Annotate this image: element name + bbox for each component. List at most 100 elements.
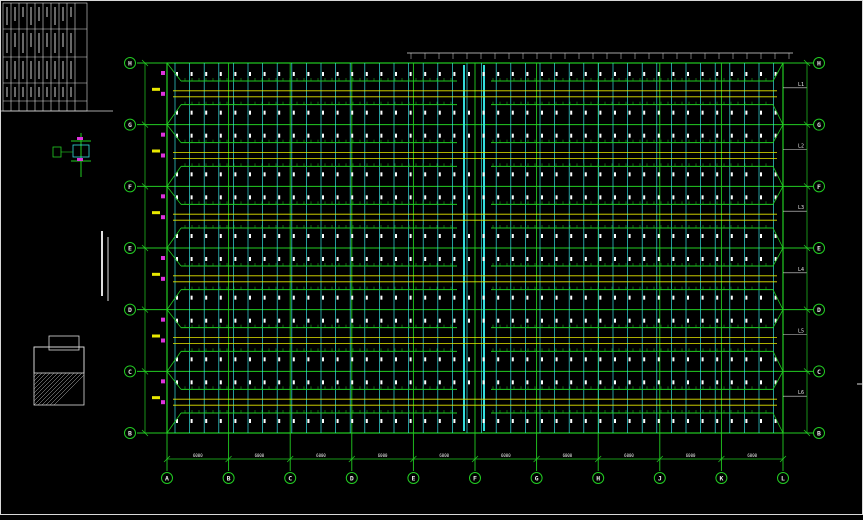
purlin-node bbox=[541, 357, 543, 362]
row-axis-label: D bbox=[817, 306, 821, 314]
purlin-node bbox=[453, 257, 456, 261]
purlin-node bbox=[322, 419, 324, 423]
purlin-node bbox=[672, 234, 675, 238]
purlin-node bbox=[760, 110, 762, 115]
purlin-node bbox=[643, 357, 646, 362]
purlin-node bbox=[716, 195, 719, 200]
purlin-node bbox=[453, 380, 456, 385]
dimension-mark bbox=[161, 276, 165, 281]
purlin-node bbox=[745, 110, 748, 115]
purlin-node bbox=[745, 318, 748, 323]
purlin-node bbox=[409, 257, 412, 261]
purlin-node bbox=[380, 257, 383, 261]
purlin-node bbox=[584, 234, 587, 238]
purlin-node bbox=[541, 257, 543, 261]
purlin-node bbox=[278, 72, 281, 76]
purlin-node bbox=[541, 419, 543, 423]
purlin-node bbox=[322, 357, 324, 362]
purlin-node bbox=[336, 419, 339, 423]
purlin-node bbox=[190, 318, 193, 323]
purlin-node bbox=[657, 257, 660, 261]
purlin-node bbox=[628, 234, 631, 238]
purlin-node bbox=[409, 195, 412, 200]
purlin-node bbox=[190, 172, 193, 177]
purlin-node bbox=[249, 172, 251, 177]
span-dimension-label: 6000 bbox=[439, 453, 449, 458]
span-dimension-label: 6000 bbox=[316, 453, 326, 458]
purlin-node bbox=[219, 357, 222, 362]
purlin-node bbox=[657, 195, 660, 200]
purlin-node bbox=[570, 72, 573, 76]
purlin-node bbox=[687, 133, 689, 138]
purlin-node bbox=[205, 295, 208, 300]
purlin-node bbox=[249, 72, 251, 76]
purlin-node bbox=[672, 172, 675, 177]
purlin-node bbox=[482, 257, 485, 261]
purlin-node bbox=[716, 133, 719, 138]
purlin-node bbox=[760, 257, 762, 261]
purlin-node bbox=[774, 133, 777, 138]
dimension-tick bbox=[141, 59, 149, 67]
column-axis-bubble bbox=[407, 472, 420, 484]
end-brace bbox=[166, 227, 182, 249]
purlin-node bbox=[234, 72, 237, 76]
dimension-tick bbox=[803, 429, 811, 437]
purlin-node bbox=[249, 257, 251, 261]
purlin-node bbox=[657, 110, 660, 115]
purlin-node bbox=[672, 72, 675, 76]
purlin-node bbox=[584, 110, 587, 115]
purlin-node bbox=[219, 257, 222, 261]
purlin-node bbox=[643, 318, 646, 323]
member-tag-mark bbox=[152, 149, 160, 153]
purlin-node bbox=[292, 133, 295, 138]
purlin-node bbox=[278, 234, 281, 238]
purlin-node bbox=[657, 419, 660, 423]
purlin-node bbox=[497, 295, 500, 300]
purlin-node bbox=[322, 318, 324, 323]
purlin-node bbox=[497, 172, 500, 177]
purlin-node bbox=[614, 380, 616, 385]
purlin-node bbox=[716, 257, 719, 261]
purlin-node bbox=[497, 195, 500, 200]
purlin-node bbox=[760, 234, 762, 238]
purlin-node bbox=[263, 234, 266, 238]
dimension-mark bbox=[161, 91, 165, 96]
purlin-node bbox=[395, 172, 397, 177]
purlin-node bbox=[555, 380, 558, 385]
purlin-node bbox=[278, 419, 281, 423]
purlin-node bbox=[176, 380, 178, 385]
purlin-node bbox=[278, 295, 281, 300]
purlin-node bbox=[526, 195, 529, 200]
purlin-node bbox=[526, 133, 529, 138]
purlin-node bbox=[336, 318, 339, 323]
purlin-node bbox=[745, 234, 748, 238]
purlin-node bbox=[745, 295, 748, 300]
row-axis-bubble bbox=[124, 57, 136, 69]
purlin-node bbox=[614, 234, 616, 238]
dimension-mark bbox=[161, 132, 165, 137]
purlin-node bbox=[453, 172, 456, 177]
purlin-node bbox=[482, 72, 485, 76]
purlin-node bbox=[438, 257, 441, 261]
purlin-node bbox=[584, 172, 587, 177]
purlin-node bbox=[687, 357, 689, 362]
purlin-node bbox=[628, 318, 631, 323]
row-axis-bubble bbox=[813, 365, 825, 378]
purlin-node bbox=[380, 295, 383, 300]
purlin-node bbox=[453, 318, 456, 323]
purlin-node bbox=[409, 357, 412, 362]
purlin-node bbox=[409, 318, 412, 323]
purlin-node bbox=[322, 295, 324, 300]
purlin-node bbox=[351, 357, 354, 362]
column-axis-label: H bbox=[596, 475, 600, 483]
purlin-node bbox=[745, 195, 748, 200]
column-axis-bubble bbox=[653, 472, 666, 484]
column-axis-bubble bbox=[345, 472, 358, 484]
purlin-node bbox=[584, 195, 587, 200]
purlin-node bbox=[541, 172, 543, 177]
purlin-node bbox=[716, 357, 719, 362]
dimension-tick bbox=[718, 455, 725, 463]
purlin-node bbox=[205, 195, 208, 200]
